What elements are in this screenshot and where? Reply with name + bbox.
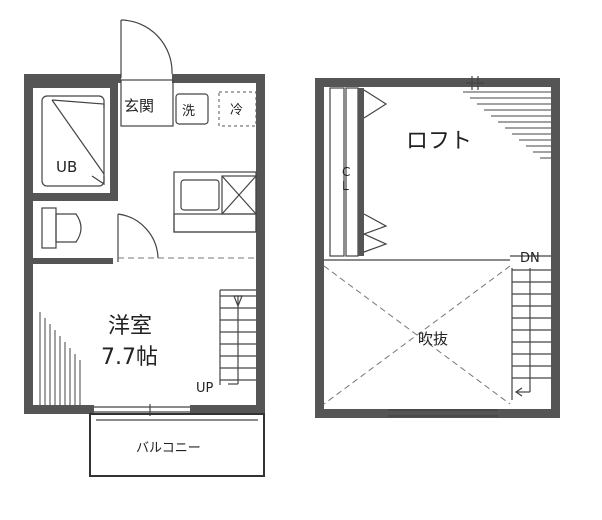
entrance-door [120,19,173,78]
down-label: DN [520,251,540,266]
loft-floor-plan: C L CL ロフト 吹抜 [315,76,560,418]
closet [329,87,364,257]
western-room-label: 洋室 [108,314,152,339]
storage-hatch [39,312,81,405]
toilet-door [117,213,159,262]
unit-bath [41,95,105,187]
loft-label: ロフト [406,129,472,154]
staircase-up [219,289,256,385]
first-floor-plan: 玄関 洗 冷 UB [24,19,265,477]
washer-label: 洗 [182,104,195,119]
loft-window [388,409,498,417]
fridge-icon [218,91,257,127]
up-label: UP [196,381,214,396]
loft-edge-marks [362,89,388,253]
closet-label-l: L [342,179,349,193]
kitchen-counter [173,171,257,233]
void-area [323,265,511,405]
bath-label: UB [56,158,77,176]
western-room-size: 7.7帖 [101,345,158,370]
fridge-label: 冷 [230,103,243,118]
washer-icon [175,93,209,125]
toilet-icon [41,207,82,249]
loft-slope-hatch [463,91,551,159]
balcony [89,413,265,477]
entrance-label: 玄関 [124,97,154,115]
staircase-down [511,268,551,400]
closet-label-c: C [342,165,350,179]
balcony-label: バルコニー [136,441,201,456]
void-label: 吹抜 [418,330,448,348]
